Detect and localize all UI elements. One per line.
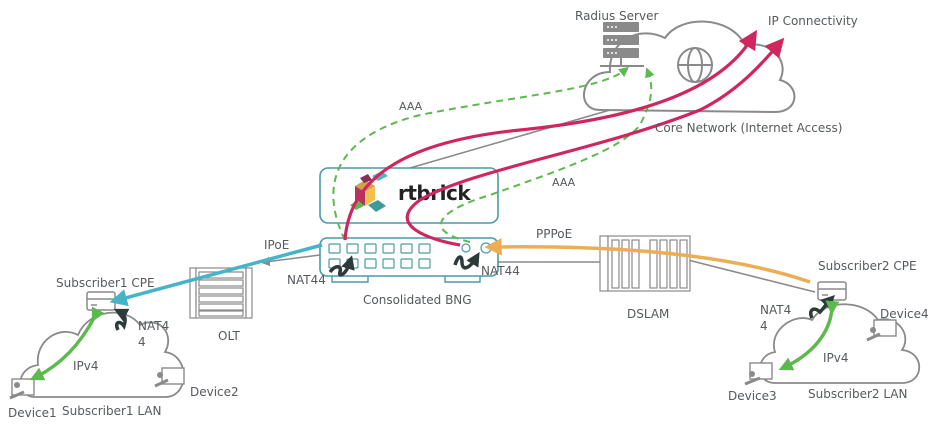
dslam-rack-icon	[599, 235, 691, 292]
device3-icon	[744, 362, 773, 386]
subscriber2-cpe-label: Subscriber2 CPE	[818, 259, 917, 273]
lan1-ipv4-path	[29, 306, 105, 381]
radius-server-icon	[600, 22, 644, 67]
ip-connectivity-paths	[343, 29, 785, 247]
subscriber1-cpe-icon	[86, 291, 116, 311]
nat44-bng-right-label: NAT44	[481, 264, 520, 278]
olt-rack-icon	[189, 267, 253, 319]
device4-label: Device4	[880, 307, 929, 321]
bng-label: Consolidated BNG	[363, 293, 472, 307]
device2-label: Device2	[190, 385, 239, 399]
nat44-cpe2-label-a: NAT4	[760, 303, 791, 317]
bng-switch-icon	[319, 237, 499, 283]
dslam-label: DSLAM	[627, 307, 669, 321]
nat44-cpe1-label-a: NAT4	[138, 319, 169, 333]
ipoe-path	[109, 243, 323, 307]
aaa-label-2: AAA	[552, 176, 576, 189]
pppoe-path	[484, 238, 811, 284]
ipoe-label: IPoE	[264, 238, 289, 252]
subscriber1-cpe-label: Subscriber1 CPE	[56, 276, 155, 290]
nat44-cpe1-label-b: 4	[138, 335, 146, 349]
subscriber1-lan-label: Subscriber1 LAN	[62, 404, 162, 418]
lan2-ipv4-path	[778, 300, 840, 371]
aaa-paths	[332, 66, 655, 243]
ip-connectivity-label: IP Connectivity	[768, 14, 858, 28]
globe-icon	[677, 47, 713, 83]
device3-label: Device3	[728, 389, 777, 403]
subscriber2-lan-label: Subscriber2 LAN	[808, 387, 908, 401]
radius-server-label: Radius Server	[575, 9, 658, 23]
ipv4-lan2-label: IPv4	[823, 351, 849, 365]
device2-icon	[154, 367, 185, 388]
pppoe-label: PPPoE	[536, 227, 572, 241]
device1-label: Device1	[8, 406, 57, 420]
subscriber2-cpe-icon	[817, 281, 847, 301]
device1-icon	[9, 378, 35, 400]
nat44-cpe2-label-b: 4	[760, 319, 768, 333]
olt-label: OLT	[218, 329, 240, 343]
ipv4-lan1-label: IPv4	[73, 359, 99, 373]
aaa-label-1: AAA	[399, 100, 423, 113]
device4-icon	[866, 319, 897, 342]
core-network-label: Core Network (Internet Access)	[655, 121, 842, 135]
nat44-bng-left-label: NAT44	[287, 273, 326, 287]
